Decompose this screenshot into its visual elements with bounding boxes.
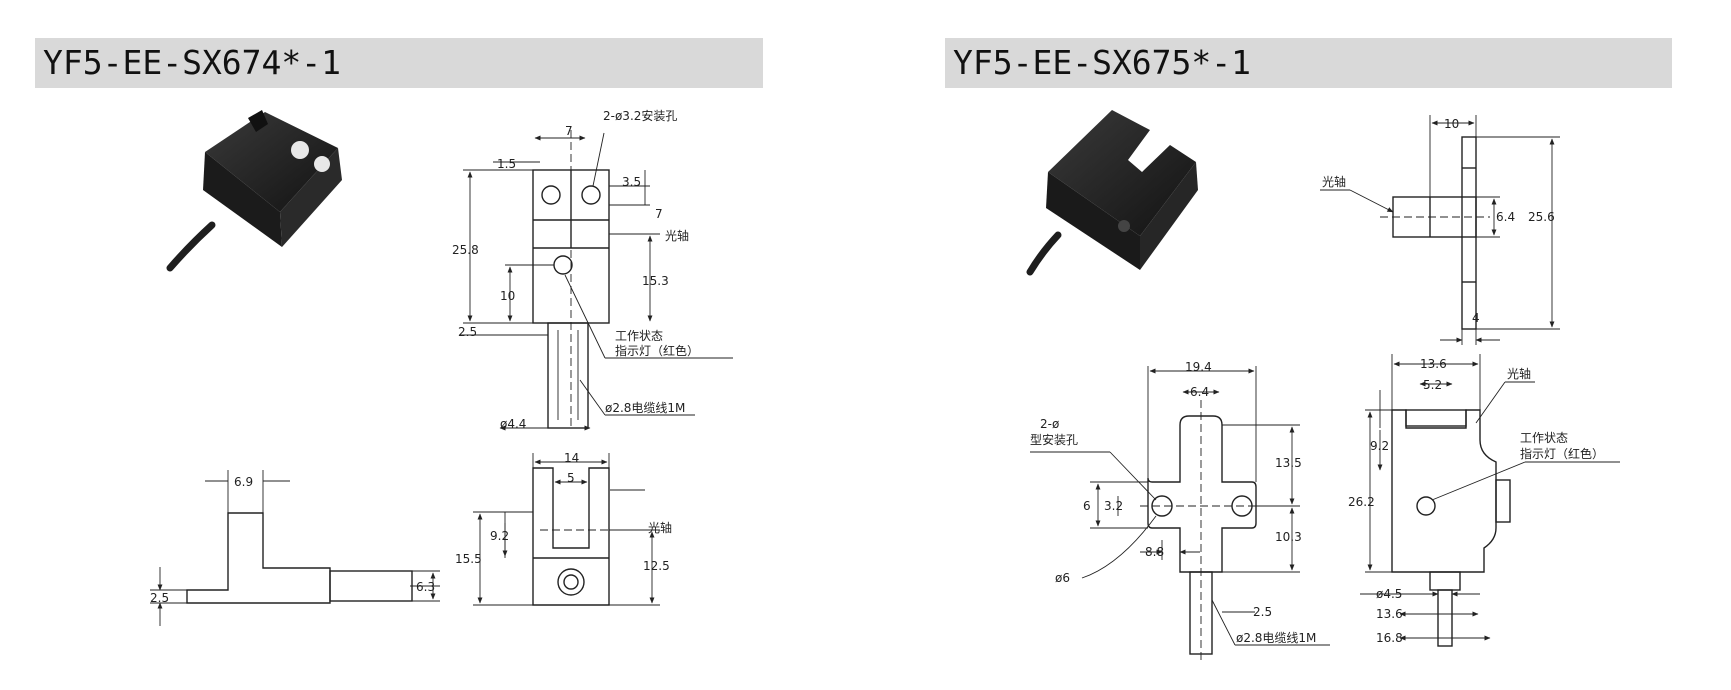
- dim-5: 5: [567, 471, 575, 485]
- side-view-sx675: [1320, 115, 1560, 345]
- dim-16-8: 16.8: [1376, 631, 1403, 645]
- note-optical-axis: 光轴: [665, 228, 689, 243]
- sensor-photo-sx674: [166, 110, 342, 272]
- dim-2-5: 2.5: [458, 325, 477, 339]
- dim-10-3: 10.3: [1275, 530, 1302, 544]
- dim-6-3: 6.3: [416, 580, 435, 594]
- note-mount-holes: 2-ø3.2安装孔: [603, 108, 677, 123]
- dim-25-6: 25.6: [1528, 210, 1555, 224]
- dim-4: 4: [1472, 311, 1480, 325]
- note-indicator-r1: 工作状态: [1520, 431, 1568, 445]
- dim-phi-4-5: ø4.5: [1376, 587, 1402, 601]
- note-indicator-r2: 指示灯（红色）: [1520, 446, 1604, 461]
- dim-phi-6: ø6: [1055, 571, 1070, 585]
- dim-3-2: 3.2: [1104, 499, 1123, 513]
- dim-13-6b: 13.6: [1376, 607, 1403, 621]
- dim-6-4: 6.4: [1496, 210, 1515, 224]
- note-mount-holes-2: 型安装孔: [1030, 432, 1078, 447]
- model-title-right: YF5-EE-SX675*-1: [953, 43, 1252, 82]
- dim-6-9: 6.9: [234, 475, 253, 489]
- title-band-left: YF5-EE-SX674*-1: [35, 38, 763, 88]
- note-indicator-1: 工作状态: [615, 329, 663, 343]
- dim-13-6: 13.6: [1420, 357, 1447, 371]
- note-optical-axis-b: 光轴: [648, 520, 672, 535]
- dim-15-5: 15.5: [455, 552, 482, 566]
- dim-2-5b: 2.5: [150, 591, 169, 605]
- dim-8-8: 8.8: [1145, 545, 1164, 559]
- dim-10-r: 10: [1444, 117, 1459, 131]
- dim-10: 10: [500, 289, 515, 303]
- dim-7b: 7: [655, 207, 663, 221]
- dim-6: 6: [1083, 499, 1091, 513]
- top-view-sx674: [473, 453, 660, 606]
- note-cable-r: ø2.8电缆线1M: [1236, 631, 1316, 645]
- dim-1-5: 1.5: [497, 157, 516, 171]
- dim-9-2: 9.2: [490, 529, 509, 543]
- front-view-sx675: [1030, 366, 1330, 660]
- side-view-b-sx675: [1360, 354, 1620, 647]
- dim-15-3: 15.3: [642, 274, 669, 288]
- dim-9-2-r: 9.2: [1370, 439, 1389, 453]
- note-indicator-2: 指示灯（红色）: [615, 343, 699, 358]
- dim-19-4: 19.4: [1185, 360, 1212, 374]
- dim-5-2: 5.2: [1423, 378, 1442, 392]
- dim-26-2: 26.2: [1348, 495, 1375, 509]
- dim-7: 7: [565, 124, 573, 138]
- side-view-sx674: [150, 470, 440, 626]
- note-mount-holes-1: 2-ø: [1040, 417, 1059, 431]
- dim-25-8: 25.8: [452, 243, 479, 257]
- title-band-right: YF5-EE-SX675*-1: [945, 38, 1672, 88]
- dim-phi-4-4: ø4.4: [500, 417, 526, 431]
- dim-2-5-r: 2.5: [1253, 605, 1272, 619]
- model-title-left: YF5-EE-SX674*-1: [43, 43, 342, 82]
- dim-13-5: 13.5: [1275, 456, 1302, 470]
- dim-14: 14: [564, 451, 579, 465]
- front-view-sx674: [460, 130, 733, 431]
- sensor-photo-sx675: [1026, 110, 1198, 276]
- note-optical-axis-r2: 光轴: [1507, 366, 1531, 381]
- dim-12-5: 12.5: [643, 559, 670, 573]
- note-cable: ø2.8电缆线1M: [605, 401, 685, 415]
- dim-3-5: 3.5: [622, 175, 641, 189]
- dim-6-4b: 6.4: [1190, 385, 1209, 399]
- note-optical-axis-r: 光轴: [1322, 174, 1346, 189]
